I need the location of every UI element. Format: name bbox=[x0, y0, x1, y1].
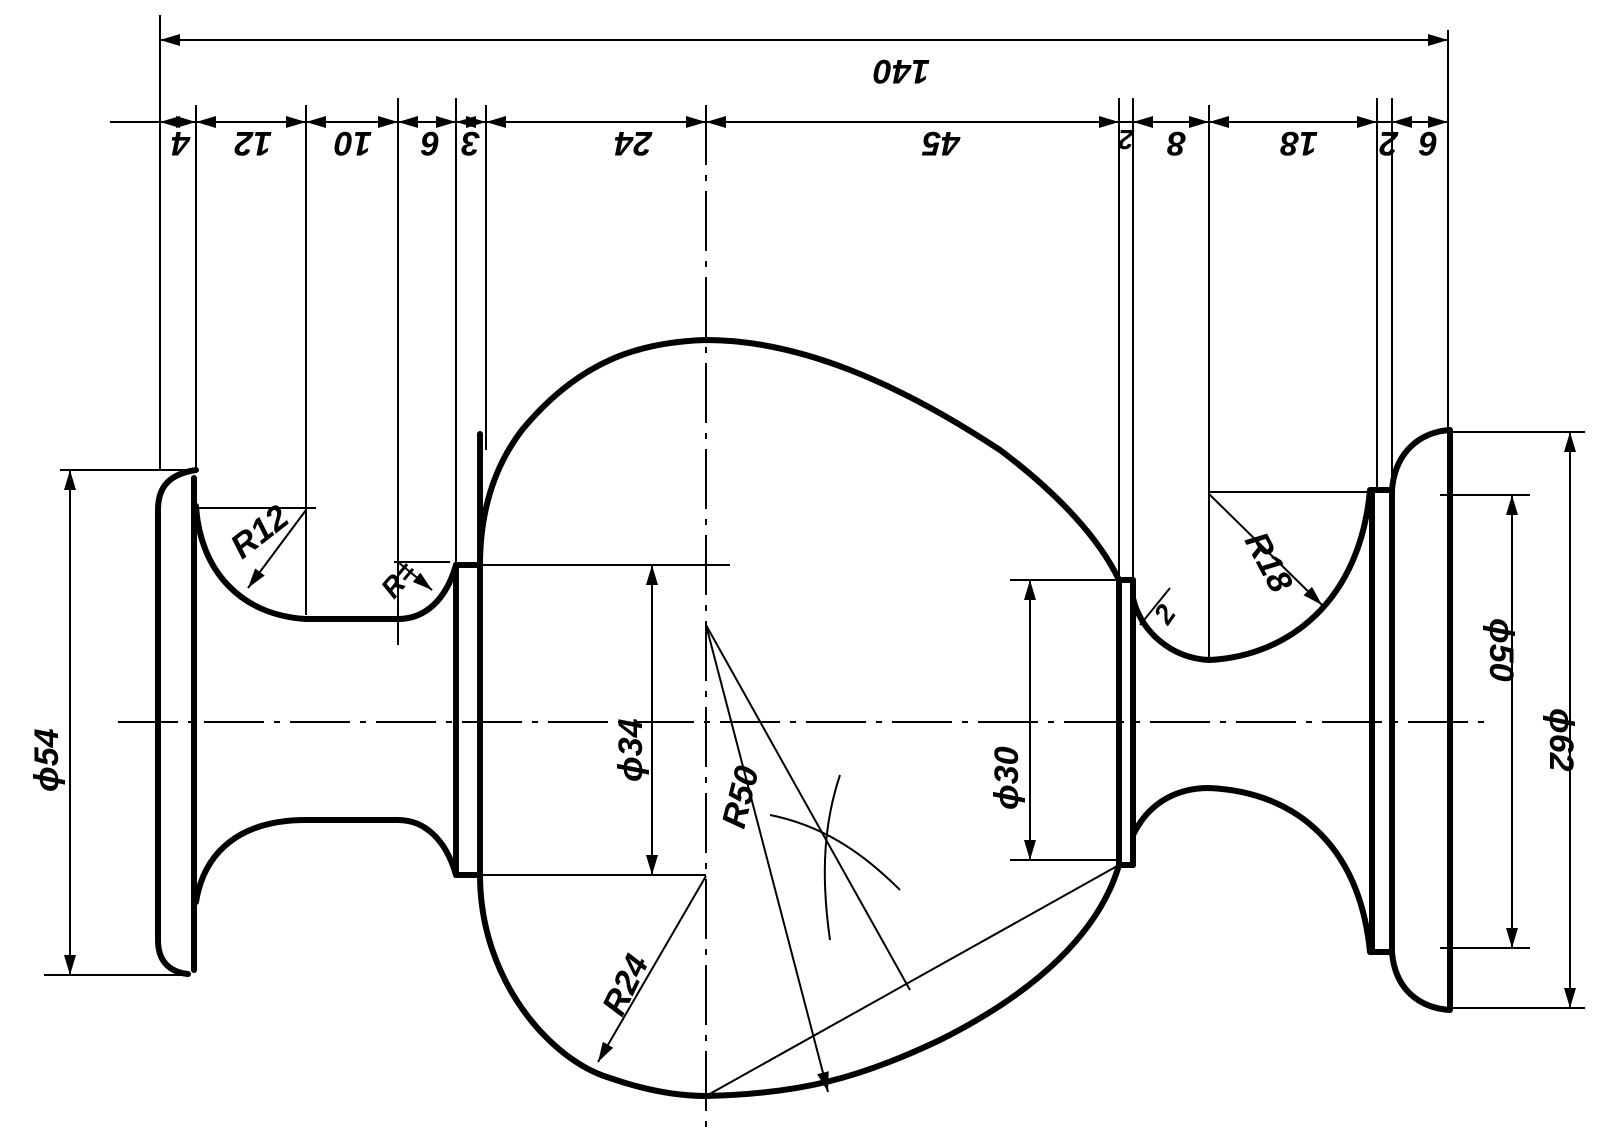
segment-label-4: 6 bbox=[420, 124, 440, 162]
overall-length-label: 140 bbox=[873, 52, 930, 90]
segment-label-7: 45 bbox=[921, 124, 961, 162]
segment-dimension-chain: 4 12 10 6 3 24 45 2 8 18 2 6 bbox=[110, 116, 1448, 162]
segment-label-12: 6 bbox=[1418, 124, 1438, 162]
segment-label-9: 8 bbox=[1167, 124, 1186, 162]
segment-label-5: 3 bbox=[461, 124, 480, 162]
radius-small-right-label: 2 bbox=[1147, 599, 1182, 631]
segment-label-10: 18 bbox=[1280, 124, 1318, 162]
radius-dimensions: R12 R= 2 R18 R50 R24 bbox=[224, 493, 1323, 1097]
radius-r24-label: R24 bbox=[595, 949, 657, 1022]
overall-length-dimension: 140 bbox=[160, 34, 1448, 90]
dia-30-label: ϕ30 bbox=[988, 746, 1026, 810]
segment-label-3: 10 bbox=[334, 124, 372, 162]
segment-label-6: 24 bbox=[614, 124, 653, 162]
dia-50-label: ϕ50 bbox=[1482, 618, 1520, 682]
radius-small-left-label: R= bbox=[375, 556, 422, 604]
dia-54-label: ϕ54 bbox=[28, 728, 66, 792]
segment-label-8: 2 bbox=[1118, 124, 1135, 155]
dia-34-label: ϕ34 bbox=[612, 718, 650, 782]
diameter-dimensions: ϕ54 ϕ34 ϕ30 ϕ50 ϕ62 bbox=[28, 432, 1580, 1008]
extension-lines bbox=[159, 15, 1449, 660]
radius-r50-label: R50 bbox=[715, 762, 767, 832]
dia-62-label: ϕ62 bbox=[1542, 708, 1580, 772]
segment-label-11: 2 bbox=[1379, 124, 1399, 162]
segment-label-2: 12 bbox=[234, 124, 272, 162]
segment-label-1: 4 bbox=[171, 124, 191, 162]
part-outline bbox=[155, 337, 1453, 1099]
radius-r18-label: R18 bbox=[1237, 526, 1300, 599]
